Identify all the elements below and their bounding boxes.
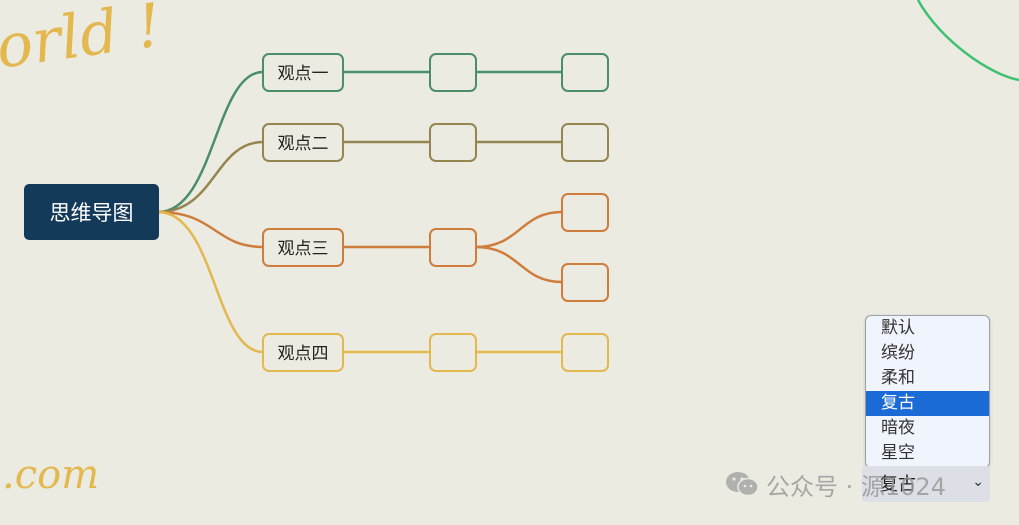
child-node-4b[interactable] xyxy=(561,333,609,372)
child-node-2a[interactable] xyxy=(429,123,477,162)
branch-node-2[interactable]: 观点二 xyxy=(262,123,344,162)
child-node-1b[interactable] xyxy=(561,53,609,92)
theme-select[interactable]: 复古 ⌄ xyxy=(862,466,990,502)
child-node-2b[interactable] xyxy=(561,123,609,162)
watermark: 公众号 · 源1024 xyxy=(724,466,946,502)
theme-option-colorful[interactable]: 缤纷 xyxy=(881,343,915,363)
theme-option-dark[interactable]: 暗夜 xyxy=(881,418,915,438)
branch-node-1[interactable]: 观点一 xyxy=(262,53,344,92)
theme-option-default[interactable]: 默认 xyxy=(881,318,915,338)
theme-option-retro[interactable]: 复古 xyxy=(866,391,989,416)
child-node-3a[interactable] xyxy=(429,228,477,267)
handwriting-top: orld ! xyxy=(0,0,166,83)
child-node-3b[interactable] xyxy=(561,193,609,232)
theme-option-starry[interactable]: 星空 xyxy=(881,443,915,463)
theme-dropdown-list[interactable]: 默认 缤纷 柔和 复古 暗夜 星空 xyxy=(865,315,990,468)
root-node-label: 思维导图 xyxy=(50,201,134,225)
green-curve-stroke xyxy=(916,0,1019,82)
wechat-icon xyxy=(726,472,759,497)
chevron-down-icon: ⌄ xyxy=(972,474,984,490)
branch-node-4-label: 观点四 xyxy=(278,344,329,364)
branch-node-1-label: 观点一 xyxy=(278,64,329,84)
child-node-4a[interactable] xyxy=(429,333,477,372)
branch-node-2-label: 观点二 xyxy=(278,134,329,154)
root-node[interactable]: 思维导图 xyxy=(24,184,159,240)
branch-node-3[interactable]: 观点三 xyxy=(262,228,344,267)
watermark-text: 公众号 · 源1024 xyxy=(766,472,946,501)
handwriting-bottom: .com xyxy=(2,452,99,498)
child-node-1a[interactable] xyxy=(429,53,477,92)
theme-option-soft[interactable]: 柔和 xyxy=(881,368,915,388)
branch-node-3-label: 观点三 xyxy=(278,239,329,259)
theme-select-value: 复古 xyxy=(880,474,916,495)
connector-lines xyxy=(157,70,563,354)
child-node-3c[interactable] xyxy=(561,263,609,302)
branch-node-4[interactable]: 观点四 xyxy=(262,333,344,372)
